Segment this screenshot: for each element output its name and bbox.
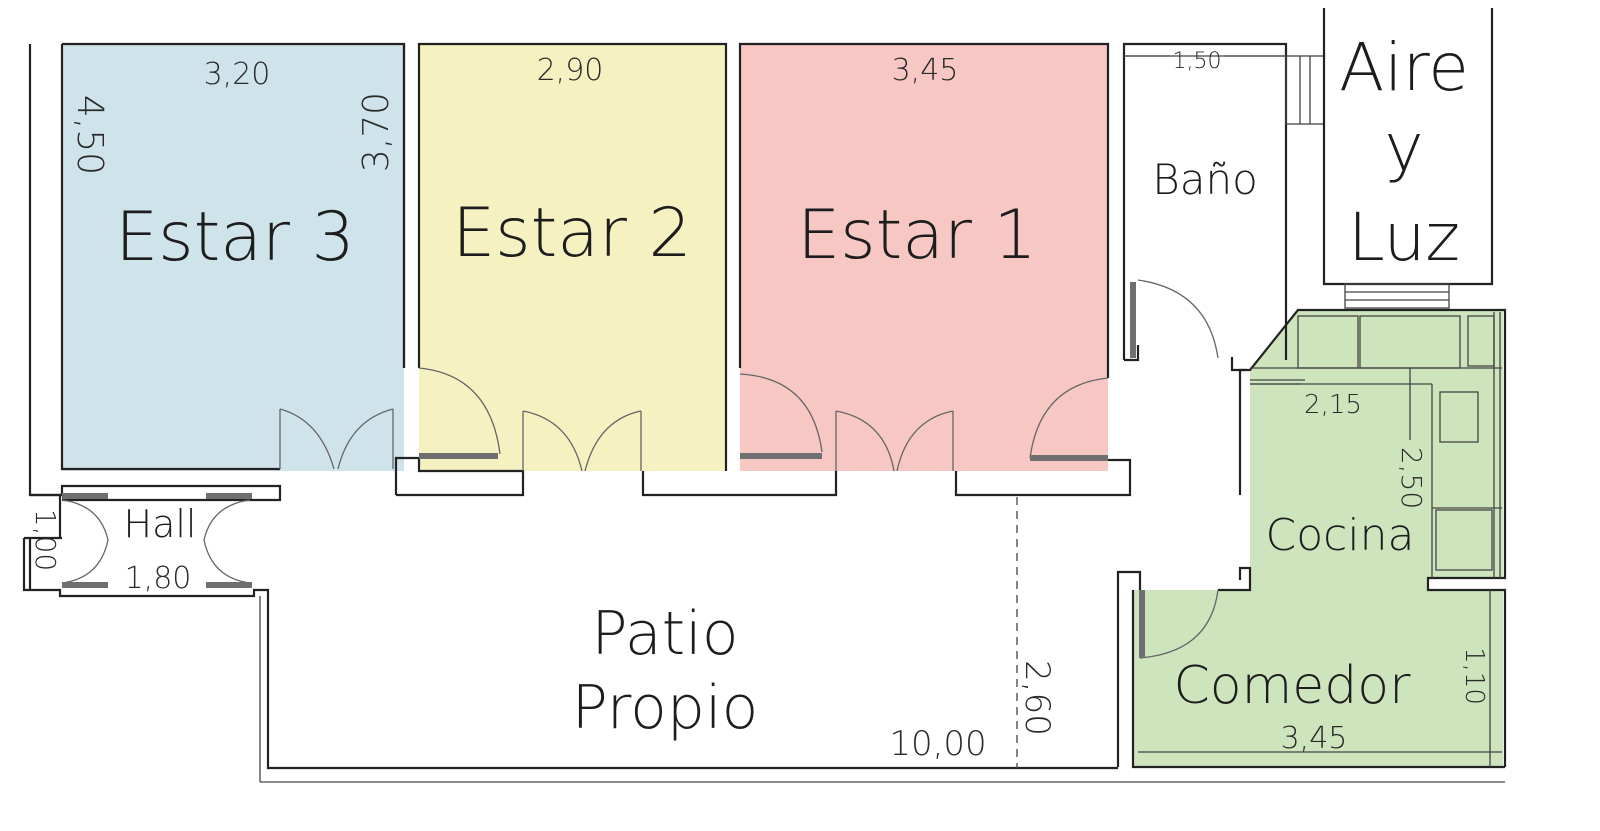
dim-estar3-depth: 4,50: [69, 95, 110, 175]
dim-estar2-width: 2,90: [537, 53, 604, 88]
estar3-label: Estar 3: [115, 198, 355, 277]
y-label: y: [1384, 109, 1423, 186]
cocina-label: Cocina: [1266, 510, 1415, 561]
dim-estar3-width: 3,20: [204, 57, 271, 92]
hall-label: Hall: [124, 502, 197, 546]
doors: [61, 279, 1219, 659]
luz-label: Luz: [1348, 199, 1460, 276]
bano-label: Baño: [1152, 155, 1258, 204]
aire-label: Aire: [1339, 29, 1469, 106]
dim-patio-length: 10,00: [889, 724, 986, 764]
patio-label: Patio: [591, 599, 738, 669]
walls: [22, 8, 1507, 783]
dim-cocina-depth: 2,50: [1395, 447, 1428, 509]
dimension-lines: [1016, 55, 1502, 768]
dim-estar1-width: 3,45: [892, 53, 959, 88]
dim-estar2-depth: 3,70: [356, 92, 397, 172]
estar2-label: Estar 2: [452, 194, 692, 273]
estar1-label: Estar 1: [797, 196, 1037, 275]
dim-hall-width: 1,80: [125, 561, 192, 596]
dim-comedor-depth: 1,10: [1459, 647, 1489, 705]
propio-label: Propio: [572, 673, 759, 743]
estar3-fill: [62, 44, 404, 471]
kitchen-counters: [1250, 312, 1502, 578]
comedor-label: Comedor: [1174, 656, 1412, 716]
dim-bano-width: 1,50: [1173, 49, 1222, 74]
dim-cocina-width: 2,15: [1304, 390, 1362, 420]
dim-comedor-width: 3,45: [1281, 721, 1348, 756]
dim-hall-depth: 1,00: [29, 509, 62, 571]
estar2-fill: [419, 44, 726, 471]
dim-patio-depth: 2,60: [1017, 660, 1057, 736]
